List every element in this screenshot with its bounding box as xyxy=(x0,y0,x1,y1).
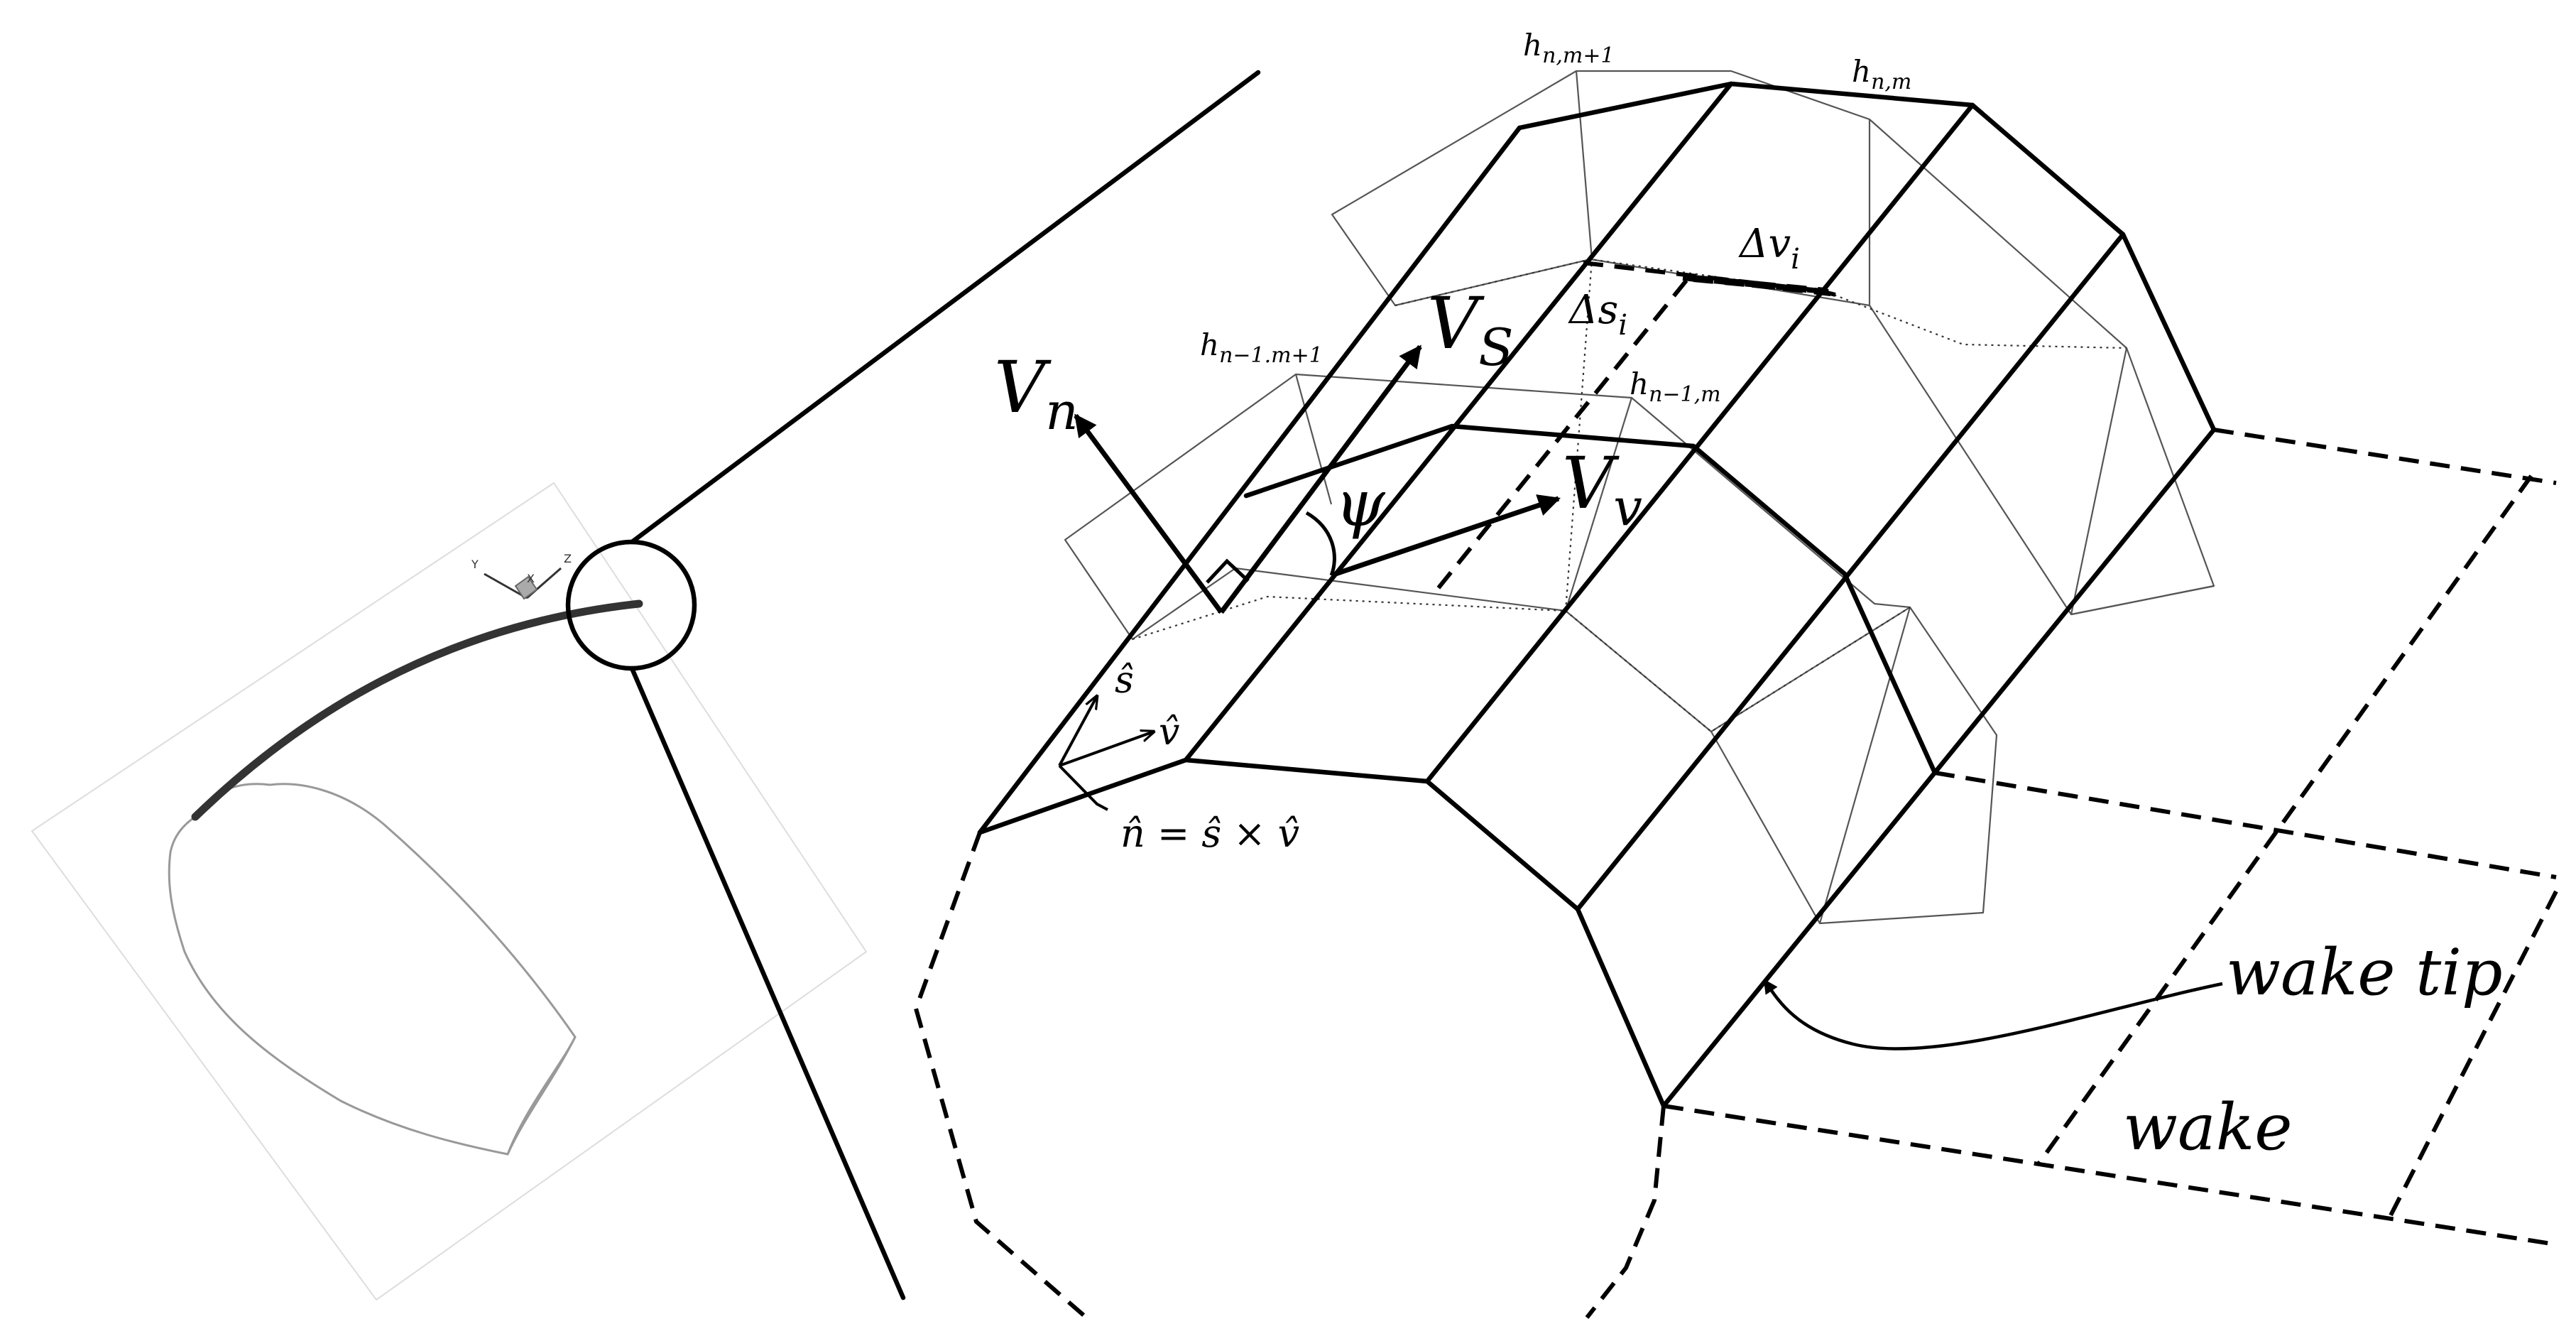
label-h-n-m1: hn,m+1 xyxy=(1523,28,1615,68)
label-s-hat: ŝ xyxy=(1115,659,1134,702)
vector-Vv xyxy=(1330,494,1561,578)
sheet-bottom-edge xyxy=(977,757,1666,1109)
right-angle-marker xyxy=(1206,558,1250,584)
zoom-line-upper xyxy=(629,70,1261,545)
wake-sheet-grid xyxy=(977,81,2217,1109)
label-n-hat-eq: n̂ = ŝ × v̂ xyxy=(1120,811,1299,856)
label-psi: ψ xyxy=(1335,467,1386,541)
label-h-nm1-m: hn−1,m xyxy=(1630,367,1721,407)
blade-inset: Y X Z xyxy=(31,70,1261,1301)
local-s-axis xyxy=(1058,696,1097,766)
blade-tip-edge xyxy=(506,1036,577,1155)
dashed-outer-mid xyxy=(1585,1105,1666,1319)
dashed-extensions xyxy=(913,261,2558,1320)
vector-Vn xyxy=(1074,413,1223,614)
inset-frame xyxy=(31,482,868,1301)
label-Vn: Vn xyxy=(994,346,1079,441)
label-delta-s: Δsi xyxy=(1568,287,1627,342)
wake-tip-pointer xyxy=(1763,979,2223,1050)
label-Vs: VS xyxy=(1427,282,1514,377)
local-v-axis xyxy=(1059,732,1154,767)
label-h-nm1-m1: hn−1.m+1 xyxy=(1200,327,1323,368)
label-delta-v: Δvi xyxy=(1738,221,1800,276)
label-h-n-m: hn,m xyxy=(1852,54,1911,94)
axis-label-x: X xyxy=(527,572,535,585)
dashed-outer-left xyxy=(913,831,1088,1320)
local-n-axis xyxy=(1058,764,1108,811)
velocity-vectors xyxy=(1058,344,2223,1050)
sheet-top-edge xyxy=(1517,81,2217,433)
axis-label-z: Z xyxy=(564,552,572,565)
label-wake-tip: wake tip xyxy=(2226,935,2503,1010)
panel-midlines xyxy=(1132,258,2127,733)
label-v-hat: v̂ xyxy=(1159,711,1179,754)
zoom-line-lower xyxy=(629,666,906,1301)
label-Vv: Vv xyxy=(1562,442,1642,537)
sheet-inner-row xyxy=(1243,423,1938,776)
blade-span-line xyxy=(191,599,643,821)
blade-outline xyxy=(168,783,577,1156)
label-wake: wake xyxy=(2123,1090,2293,1165)
psi-angle-arc xyxy=(1305,511,1336,576)
vector-Vs xyxy=(1219,344,1422,614)
axis-label-y: Y xyxy=(471,558,479,571)
labels: hn,m+1 hn,m hn−1.m+1 hn−1,m Δvi Δsi Vn V… xyxy=(994,28,2503,1165)
axis-triad: Y X Z xyxy=(471,552,572,600)
